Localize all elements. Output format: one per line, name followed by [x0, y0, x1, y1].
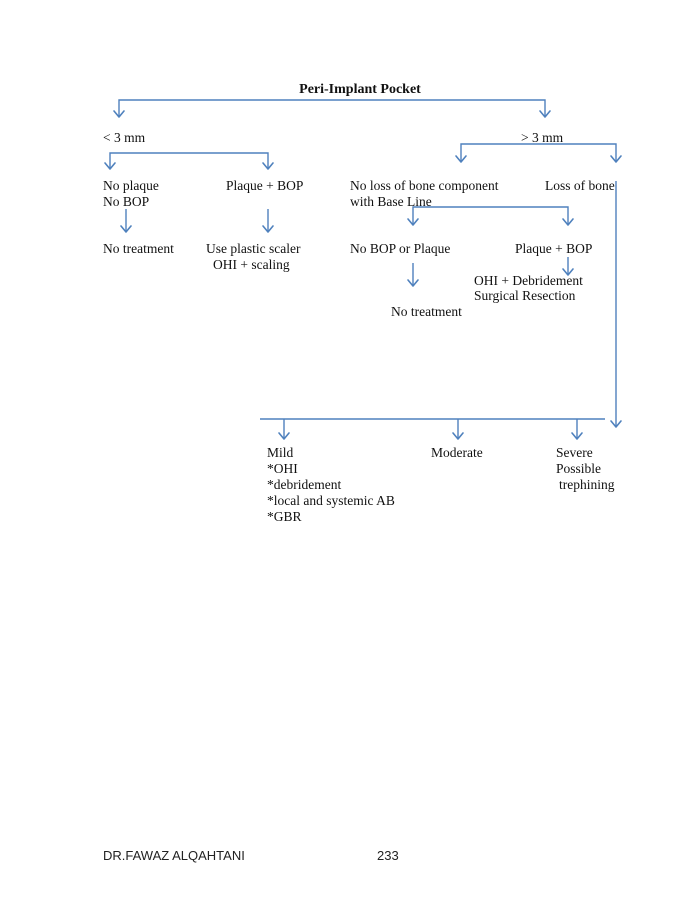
node-no-treatment-left: No treatment — [103, 241, 174, 256]
node-mild: Mild — [267, 445, 294, 460]
node-more-3mm: > 3 mm — [521, 130, 564, 145]
node-less-3mm: < 3 mm — [103, 130, 146, 145]
arrow-head-no-loss-bone — [455, 155, 467, 163]
node-no-bop: No BOP — [103, 194, 150, 209]
connector-less-3mm — [109, 152, 269, 168]
arrow-head-less-3mm — [113, 110, 125, 118]
node-ohi-scaling: OHI + scaling — [213, 257, 290, 272]
node-ohi-debridement: OHI + Debridement — [474, 273, 583, 288]
arrow-head-plaque-bop-right — [562, 218, 574, 226]
mild-item-antibiotics: *local and systemic AB — [267, 493, 395, 508]
arrow-head-no-treatment-right — [407, 279, 419, 287]
arrow-head-severe — [571, 432, 583, 440]
arrow-head-mild — [278, 432, 290, 440]
node-severe: Severe — [556, 445, 593, 460]
arrow-head-no-plaque — [104, 162, 116, 170]
node-loss-of-bone: Loss of bone — [545, 178, 615, 193]
node-with-base-line: with Base Line — [350, 194, 432, 209]
arrow-head-loss-bone — [610, 155, 622, 163]
arrow-head-no-bop-plaque — [407, 218, 419, 226]
arrow-head-no-treatment-left — [120, 225, 132, 233]
arrow-head-plaque-bop-left — [262, 162, 274, 170]
diagram-title: Peri-Implant Pocket — [299, 82, 421, 97]
connector-title — [118, 99, 546, 116]
connector-no-loss-bone — [412, 206, 569, 224]
node-surgical-resection: Surgical Resection — [474, 288, 576, 303]
node-plastic-scaler: Use plastic scaler — [206, 241, 301, 256]
node-trephining: trephining — [559, 477, 615, 492]
arrow-head-loss-bone-down — [610, 420, 622, 428]
mild-item-ohi: *OHI — [267, 461, 298, 476]
node-plaque-bop-right: Plaque + BOP — [515, 241, 593, 256]
footer-author: DR.FAWAZ ALQAHTANI — [103, 848, 245, 863]
footer-page-number: 233 — [377, 848, 399, 863]
node-no-plaque: No plaque — [103, 178, 159, 193]
arrow-head-ohi-debridement — [562, 268, 574, 276]
node-plaque-bop-left: Plaque + BOP — [226, 178, 304, 193]
node-moderate: Moderate — [431, 445, 483, 460]
node-no-bop-plaque: No BOP or Plaque — [350, 241, 451, 256]
node-no-loss-bone: No loss of bone component — [350, 178, 499, 193]
arrow-head-more-3mm — [539, 110, 551, 118]
node-no-treatment-right: No treatment — [391, 304, 462, 319]
arrow-head-plastic-scaler — [262, 225, 274, 233]
connector-more-3mm — [460, 143, 617, 161]
mild-item-gbr: *GBR — [267, 509, 302, 524]
arrow-head-moderate — [452, 432, 464, 440]
mild-item-debridement: *debridement — [267, 477, 342, 492]
node-possible: Possible — [556, 461, 602, 476]
